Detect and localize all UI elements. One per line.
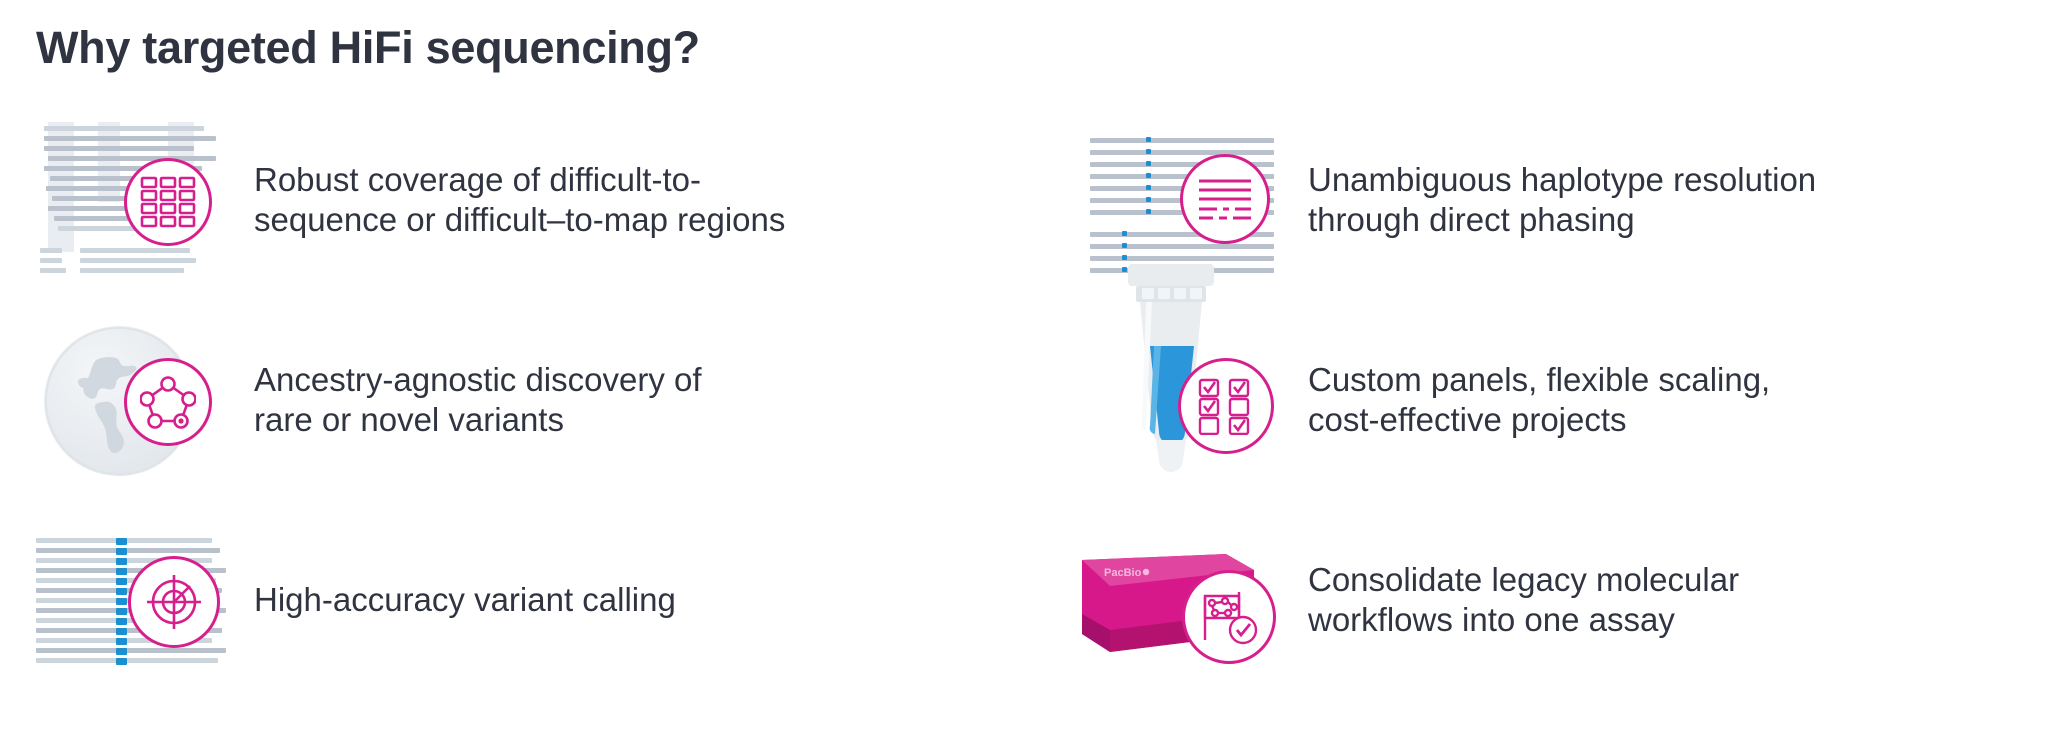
variant-column-segment xyxy=(116,608,127,615)
feature-text-line: Ancestry-agnostic discovery of xyxy=(254,360,702,398)
phase-marker xyxy=(1146,137,1151,142)
pileup-row xyxy=(52,196,184,201)
pileup-row xyxy=(40,268,66,273)
pileup-row xyxy=(80,258,196,263)
feature-text-line: High-accuracy variant calling xyxy=(254,580,676,618)
feature-robust-coverage-text: Robust coverage of difficult-to- sequenc… xyxy=(254,160,785,241)
feature-ancestry-agnostic-text: Ancestry-agnostic discovery of rare or n… xyxy=(254,360,702,441)
workflow-check-icon xyxy=(1199,588,1259,646)
badge-phased-lines xyxy=(1180,154,1270,244)
pileup-row xyxy=(40,258,62,263)
variant-column-segment xyxy=(116,628,127,635)
globe-icon xyxy=(44,326,194,476)
feature-text-line: Consolidate legacy molecular xyxy=(1308,560,1740,598)
node-network-icon xyxy=(140,375,196,429)
phase-marker xyxy=(1146,209,1151,214)
pileup-row xyxy=(1090,244,1274,249)
feature-custom-panels-text: Custom panels, flexible scaling, cost-ef… xyxy=(1308,360,1770,441)
pileup-row xyxy=(36,548,220,553)
feature-text-line: Custom panels, flexible scaling, xyxy=(1308,360,1771,398)
variant-column-segment xyxy=(116,548,127,555)
globe-artwork xyxy=(36,320,236,480)
feature-ancestry-agnostic: Ancestry-agnostic discovery of rare or n… xyxy=(36,320,702,480)
pileup-row xyxy=(58,226,166,231)
pileup-shade-mid xyxy=(98,122,120,202)
variant-column-segment xyxy=(116,638,127,645)
pileup-row xyxy=(44,126,204,131)
feature-consolidate-workflows: PacBio xyxy=(1082,520,1739,680)
pileup-row xyxy=(44,136,216,141)
variant-column-segment xyxy=(116,648,127,655)
pileup-row xyxy=(40,248,62,253)
microcentrifuge-tube-artwork xyxy=(1090,264,1290,480)
phase-marker xyxy=(1146,161,1151,166)
phased-reads-artwork xyxy=(1090,120,1290,280)
variant-column-segment xyxy=(116,598,127,605)
pileup-row xyxy=(50,176,190,181)
pileup-row xyxy=(1090,232,1274,237)
pileup-row xyxy=(80,248,190,253)
pileup-row xyxy=(1090,150,1274,155)
read-pileup-blue-column-artwork xyxy=(36,520,236,680)
variant-column-segment xyxy=(116,578,127,585)
feature-text-line: Robust coverage of difficult-to- xyxy=(254,160,701,198)
grid-blocks-icon xyxy=(140,176,196,228)
read-pileup-grey-artwork xyxy=(36,120,236,280)
pileup-row xyxy=(44,146,194,151)
phase-marker xyxy=(1122,255,1127,260)
pileup-row xyxy=(36,658,218,663)
feature-text-line: sequence or difficult–to-map regions xyxy=(254,201,786,238)
checkbox-grid-icon xyxy=(1197,377,1255,435)
badge-grid-blocks xyxy=(124,158,212,246)
variant-column-segment xyxy=(116,618,127,625)
pileup-row xyxy=(80,268,184,273)
crosshair-target-icon xyxy=(145,573,203,631)
variant-column-segment xyxy=(116,538,127,545)
feature-text-line: workflows into one assay xyxy=(1308,601,1675,638)
phase-marker xyxy=(1146,197,1151,202)
left-feature-column: Robust coverage of difficult-to- sequenc… xyxy=(36,120,1036,740)
phase-marker xyxy=(1122,243,1127,248)
feature-text-line: Unambiguous haplotype resolution xyxy=(1308,160,1817,198)
pileup-row xyxy=(48,206,196,211)
phase-marker xyxy=(1146,185,1151,190)
pileup-row xyxy=(36,628,222,633)
badge-workflow-check xyxy=(1182,570,1276,664)
pileup-row xyxy=(1090,138,1274,143)
smrt-cell-box-artwork: PacBio xyxy=(1082,520,1290,680)
phase-marker xyxy=(1122,267,1127,272)
feature-high-accuracy-text: High-accuracy variant calling xyxy=(254,580,676,620)
phase-marker xyxy=(1146,173,1151,178)
pileup-row xyxy=(48,156,216,161)
variant-column-segment xyxy=(116,558,127,565)
pileup-row xyxy=(36,568,226,573)
feature-haplotype-resolution-text: Unambiguous haplotype resolution through… xyxy=(1308,160,1816,241)
feature-robust-coverage: Robust coverage of difficult-to- sequenc… xyxy=(36,120,785,280)
pileup-row xyxy=(36,648,226,653)
feature-text-line: rare or novel variants xyxy=(254,401,564,438)
variant-column-segment xyxy=(116,588,127,595)
phased-lines-icon xyxy=(1197,175,1253,223)
pileup-row xyxy=(54,216,174,221)
feature-high-accuracy: High-accuracy variant calling xyxy=(36,520,676,680)
phase-marker xyxy=(1146,149,1151,154)
page-title: Why targeted HiFi sequencing? xyxy=(36,22,700,73)
right-feature-column: Unambiguous haplotype resolution through… xyxy=(1082,120,2048,740)
pileup-row xyxy=(44,166,202,171)
badge-node-network xyxy=(124,358,212,446)
feature-haplotype-resolution: Unambiguous haplotype resolution through… xyxy=(1090,120,1816,280)
feature-custom-panels: Custom panels, flexible scaling, cost-ef… xyxy=(1090,264,1770,480)
badge-crosshair-target xyxy=(128,556,220,648)
pileup-row xyxy=(1090,174,1274,179)
variant-column-segment xyxy=(116,568,127,575)
phase-marker xyxy=(1122,231,1127,236)
variant-column-segment xyxy=(116,658,127,665)
pileup-row xyxy=(1090,162,1274,167)
feature-text-line: through direct phasing xyxy=(1308,201,1635,238)
feature-consolidate-workflows-text: Consolidate legacy molecular workflows i… xyxy=(1308,560,1739,641)
smrt-cell-brand-label: PacBio xyxy=(1104,567,1142,579)
feature-text-line: cost-effective projects xyxy=(1308,401,1627,438)
badge-checkbox-grid xyxy=(1178,358,1274,454)
pileup-row xyxy=(1090,256,1274,261)
